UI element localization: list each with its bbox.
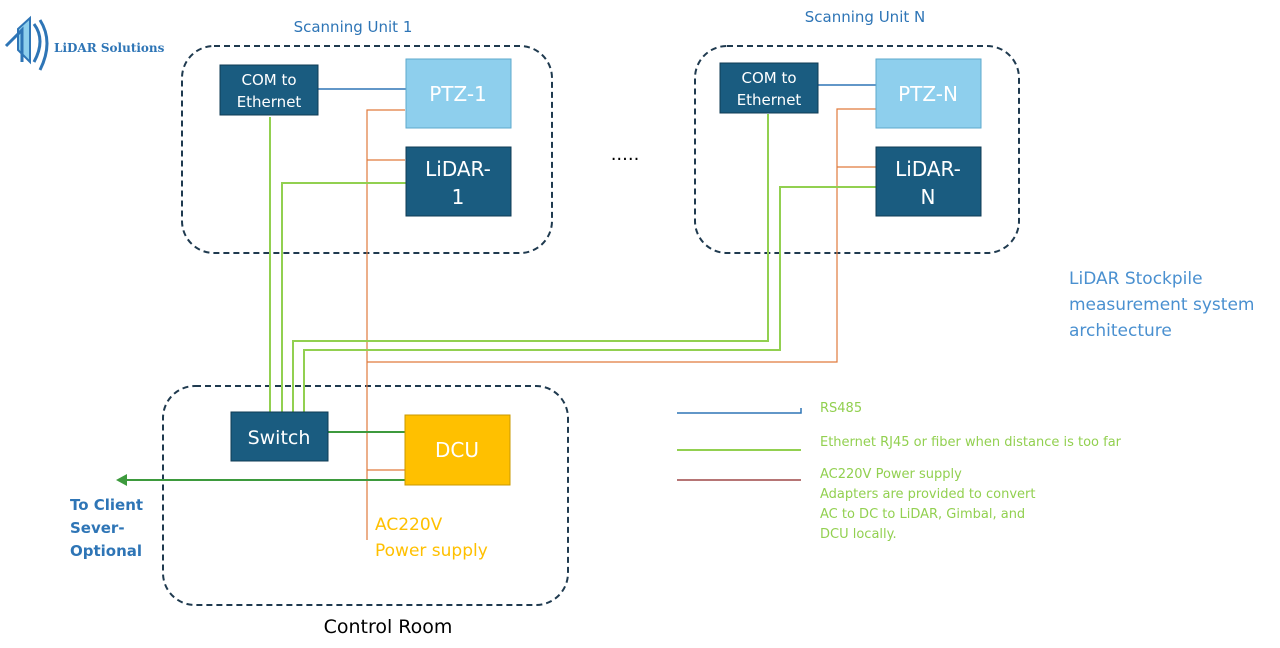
lidar-logo-icon [4,15,49,71]
ptz-n-box: PTZ-N [875,58,982,129]
svg-text:LiDAR-: LiDAR- [895,157,961,181]
legend-ethernet-label: Ethernet RJ45 or fiber when distance is … [820,435,1122,450]
control-room-frame [162,385,569,606]
company-logo: LiDAR Solutions [4,15,165,71]
legend: RS485 Ethernet RJ45 or fiber when distan… [677,401,1122,542]
ptz-1-box: PTZ-1 [405,58,512,129]
power-lines [366,108,876,540]
units-ellipsis: ..... [611,144,640,165]
svg-text:1: 1 [452,185,465,209]
svg-text:Ethernet: Ethernet [737,91,802,109]
client-label: To Client [70,496,143,514]
svg-text:COM to: COM to [741,69,796,87]
legend-power-label-4: DCU locally. [820,527,897,542]
svg-text:LiDAR-: LiDAR- [425,157,491,181]
client-label-3: Optional [70,542,142,560]
scanning-unit-n-frame [694,45,1020,254]
client-label-2: Sever- [70,519,125,537]
svg-text:N: N [921,185,936,209]
svg-text:DCU: DCU [435,438,479,462]
rs485-lines [318,84,876,90]
legend-power-label-3: AC to DC to LiDAR, Gimbal, and [820,507,1025,522]
svg-text:PTZ-N: PTZ-N [898,82,958,106]
dcu-box: DCU [404,414,511,486]
client-arrow-icon [116,474,127,486]
com-to-ethernet-1: COM to Ethernet [219,64,319,116]
logo-text: LiDAR Solutions [54,41,165,55]
system-title-line-2: measurement system [1069,295,1254,315]
com-to-ethernet-n: COM to Ethernet [719,62,819,114]
svg-text:PTZ-1: PTZ-1 [429,82,487,106]
power-supply-label-2: Power supply [375,541,488,561]
system-title-line-1: LiDAR Stockpile [1069,269,1203,289]
legend-rs485-label: RS485 [820,401,862,416]
legend-rs485-swatch [677,408,802,414]
svg-text:COM to: COM to [241,71,296,89]
lidar-1-box: LiDAR- 1 [405,146,512,217]
control-room-title: Control Room [324,616,453,638]
unit1-title: Scanning Unit 1 [294,18,413,36]
switch-box: Switch [230,411,329,462]
svg-text:Ethernet: Ethernet [237,93,302,111]
legend-power-label-1: AC220V Power supply [820,467,962,482]
power-supply-label: AC220V [375,515,443,535]
lidar-n-box: LiDAR- N [875,146,982,217]
ethernet-lines [269,114,876,412]
legend-power-label-2: Adapters are provided to convert [820,487,1036,502]
unitN-title: Scanning Unit N [805,8,925,26]
system-title-line-3: architecture [1069,321,1172,341]
svg-text:Switch: Switch [248,427,311,449]
